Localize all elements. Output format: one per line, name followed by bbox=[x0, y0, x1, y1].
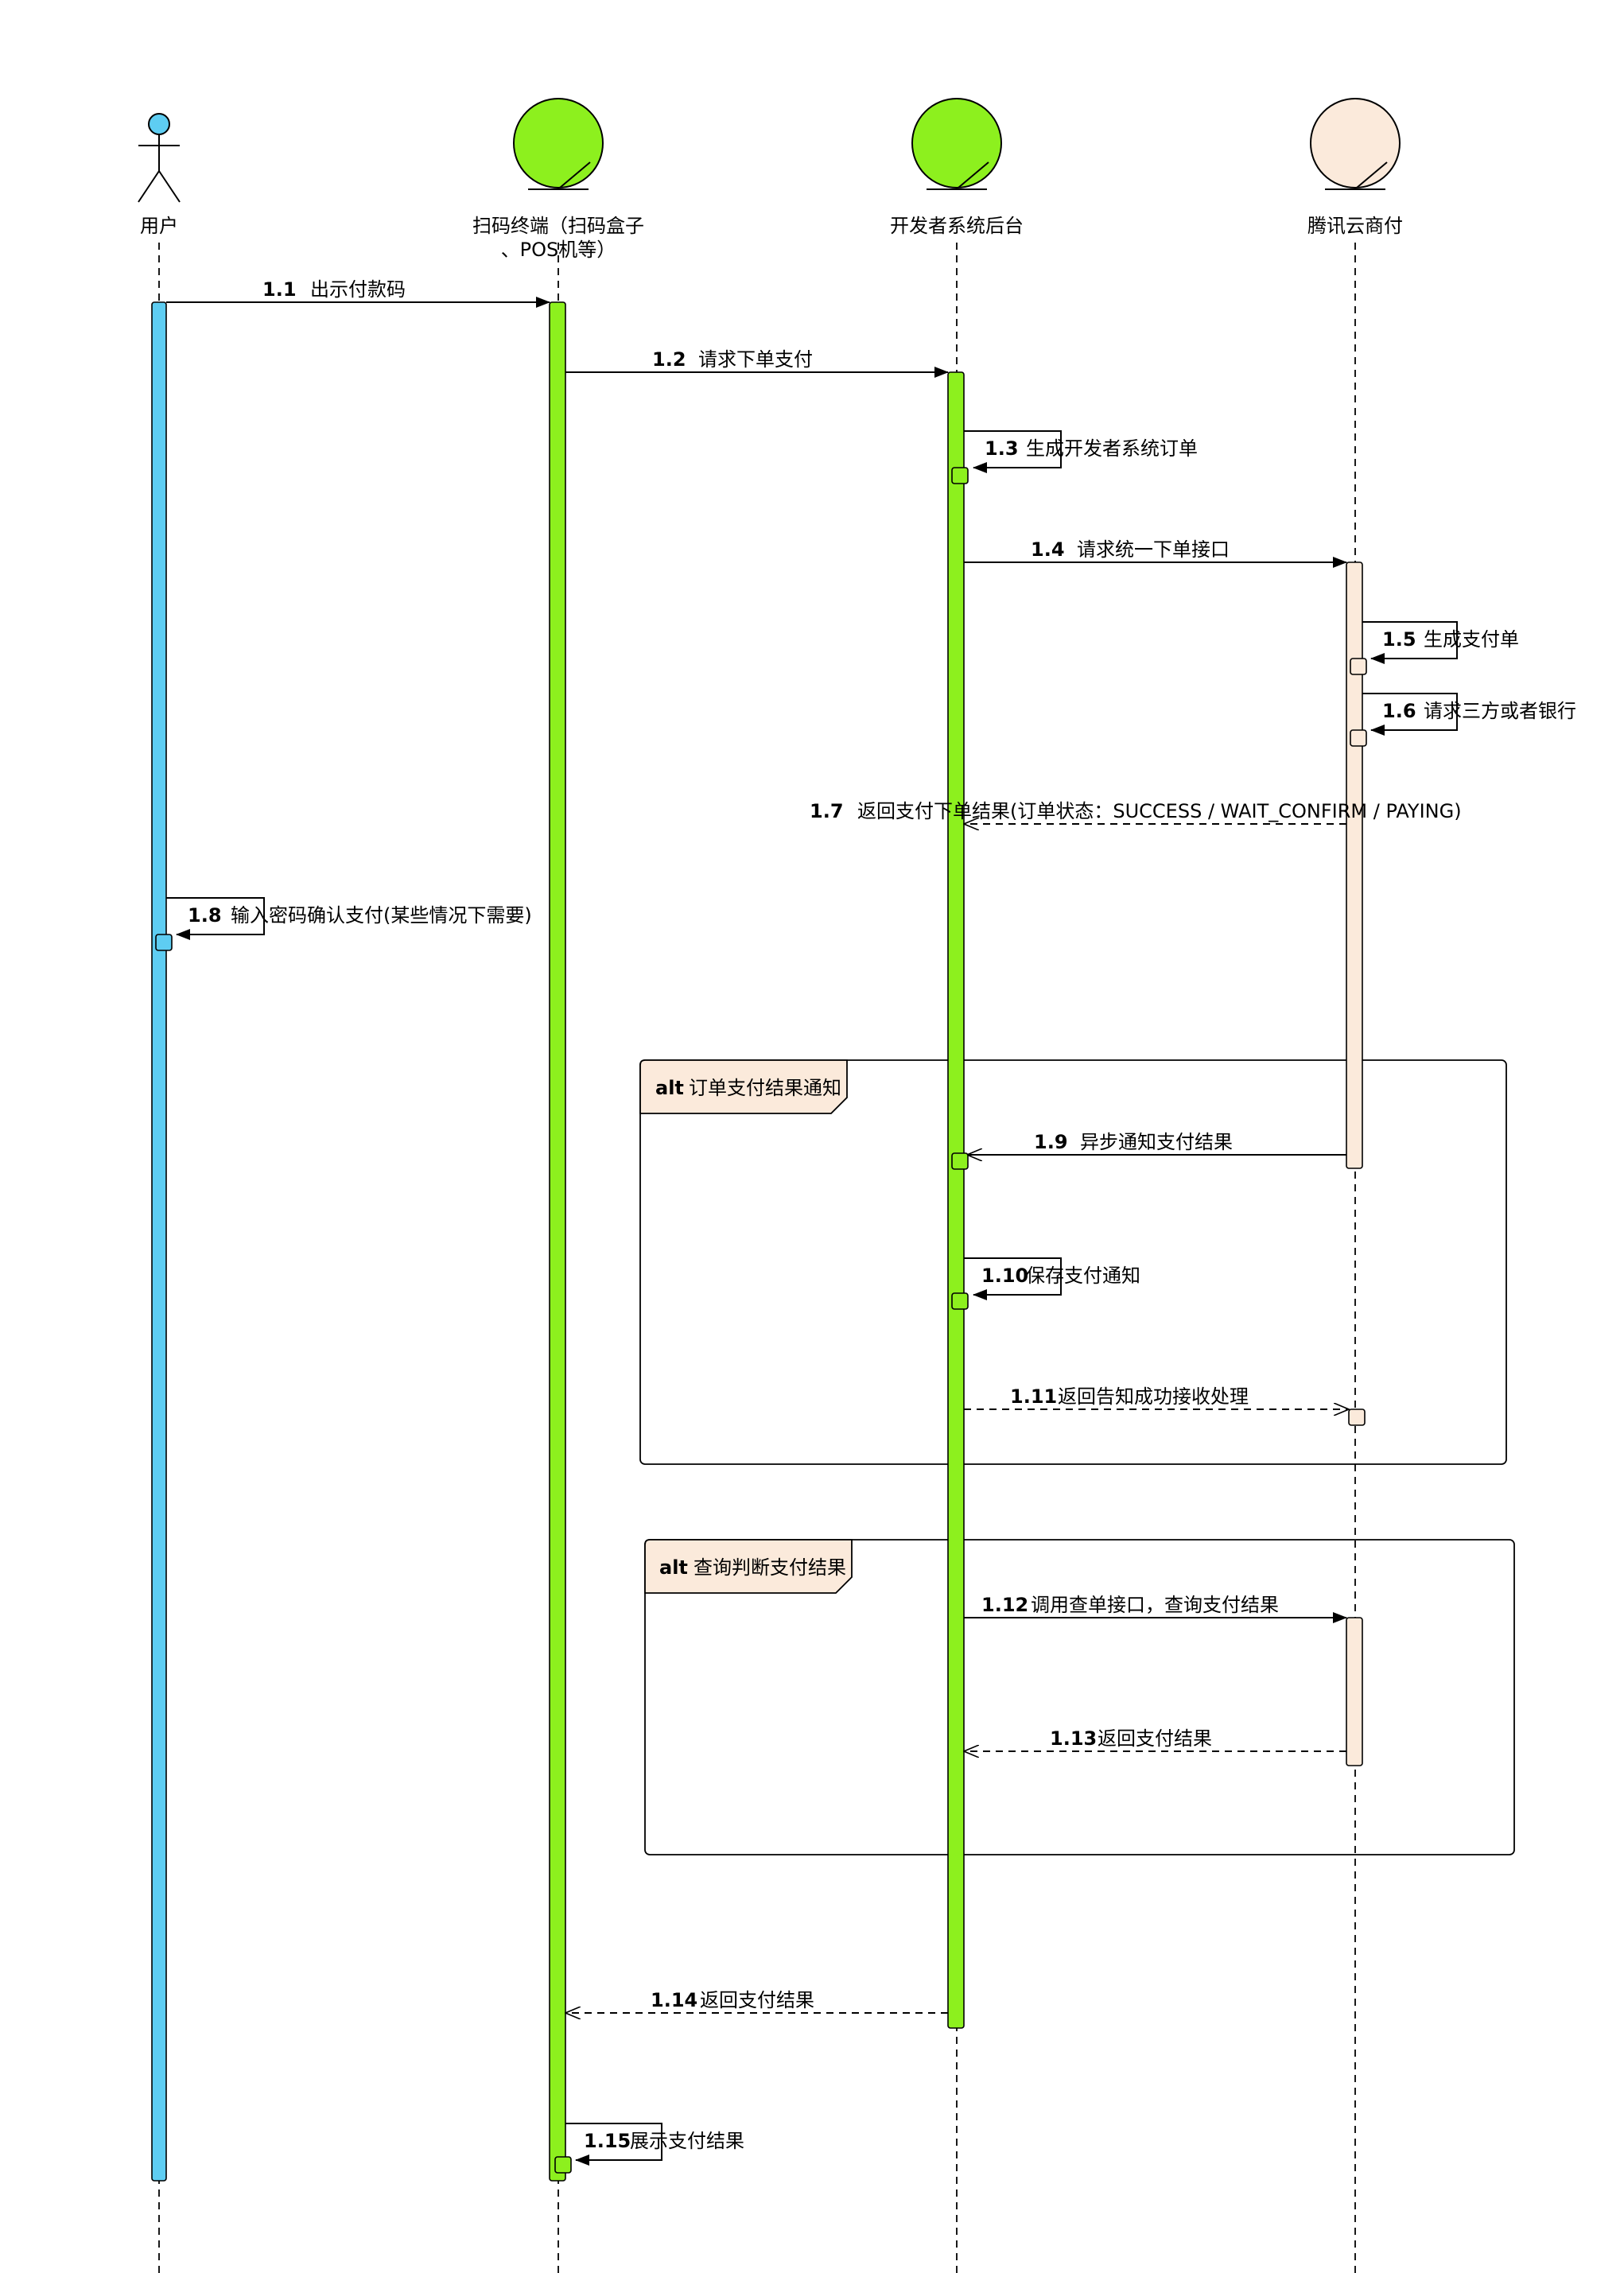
message-number: 1.4 bbox=[1031, 538, 1065, 561]
message-text: 返回支付下单结果(订单状态：SUCCESS / WAIT_CONFIRM / P… bbox=[857, 800, 1462, 822]
message-1-15: 1.15 展示支付结果 bbox=[554, 2123, 744, 2174]
message-number: 1.11 bbox=[1010, 1385, 1057, 1408]
activation-bar-backend bbox=[947, 371, 965, 2029]
message-text: 保存支付通知 bbox=[1026, 1265, 1140, 1287]
entity-circle-icon bbox=[1310, 98, 1401, 190]
message-number: 1.1 bbox=[262, 278, 297, 301]
message-text: 请求三方或者银行 bbox=[1424, 700, 1576, 722]
message-text: 请求下单支付 bbox=[698, 348, 813, 371]
activation-bar-user bbox=[151, 301, 167, 2182]
actor-stick-figure-icon bbox=[138, 113, 181, 203]
activation-bar-tencent-query bbox=[1346, 1617, 1363, 1766]
message-text: 请求统一下单接口 bbox=[1077, 538, 1230, 561]
message-number: 1.14 bbox=[651, 1989, 697, 2011]
participant-tencent: 腾讯云商付 bbox=[1307, 98, 1403, 237]
message-number: 1.7 bbox=[810, 800, 844, 822]
participant-label-scanner-line2: 、POS机等） bbox=[501, 239, 616, 261]
execution-spec bbox=[951, 1292, 969, 1310]
message-text: 输入密码确认支付(某些情况下需要) bbox=[231, 904, 532, 927]
message-text: 返回支付结果 bbox=[1098, 1727, 1212, 1750]
message-1-10: 1.10 保存支付通知 bbox=[951, 1257, 1140, 1310]
message-text: 返回支付结果 bbox=[700, 1989, 814, 2011]
message-1-7: 1.7 返回支付下单结果(订单状态：SUCCESS / WAIT_CONFIRM… bbox=[810, 800, 1462, 824]
execution-spec bbox=[155, 934, 173, 951]
frame-title: 查询判断支付结果 bbox=[694, 1556, 846, 1579]
message-1-13: 1.13 返回支付结果 bbox=[964, 1727, 1346, 1751]
participant-user: 用户 bbox=[138, 113, 181, 237]
alt-frame-query: alt 查询判断支付结果 bbox=[644, 1539, 1515, 1855]
message-number: 1.12 bbox=[981, 1594, 1028, 1616]
message-text: 异步通知支付结果 bbox=[1080, 1131, 1233, 1153]
message-text: 出示付款码 bbox=[310, 278, 406, 301]
message-text: 展示支付结果 bbox=[630, 2130, 744, 2152]
message-number: 1.5 bbox=[1382, 628, 1416, 651]
execution-spec bbox=[1350, 729, 1367, 747]
activation-bar-tencent bbox=[1346, 561, 1363, 1169]
message-1-2: 1.2 请求下单支付 bbox=[565, 348, 949, 378]
execution-spec bbox=[951, 467, 969, 484]
message-1-3: 1.3 生成开发者系统订单 bbox=[951, 430, 1198, 484]
alt-frame-notify: alt 订单支付结果通知 bbox=[639, 1059, 1507, 1465]
execution-spec bbox=[1348, 1408, 1366, 1426]
message-1-4: 1.4 请求统一下单接口 bbox=[964, 538, 1347, 568]
message-1-8: 1.8 输入密码确认支付(某些情况下需要) bbox=[155, 897, 532, 951]
message-text: 返回告知成功接收处理 bbox=[1058, 1385, 1249, 1408]
execution-spec bbox=[1350, 658, 1367, 675]
message-1-9: 1.9 异步通知支付结果 bbox=[951, 1131, 1346, 1170]
message-number: 1.3 bbox=[985, 437, 1019, 460]
message-number: 1.15 bbox=[584, 2130, 631, 2152]
participant-label-scanner: 扫码终端（扫码盒子 bbox=[472, 215, 644, 237]
message-number: 1.9 bbox=[1034, 1131, 1068, 1153]
participant-label-tencent: 腾讯云商付 bbox=[1307, 215, 1403, 237]
message-number: 1.2 bbox=[652, 348, 686, 371]
message-text: 调用查单接口，查询支付结果 bbox=[1031, 1594, 1279, 1616]
frame-keyword: alt bbox=[655, 1077, 684, 1099]
message-text: 生成开发者系统订单 bbox=[1026, 437, 1198, 460]
participant-backend: 开发者系统后台 bbox=[890, 98, 1024, 237]
execution-spec bbox=[951, 1152, 969, 1170]
activation-bar-scanner bbox=[549, 301, 566, 2182]
message-text: 生成支付单 bbox=[1424, 628, 1519, 651]
participant-label-backend: 开发者系统后台 bbox=[890, 215, 1024, 237]
message-number: 1.6 bbox=[1382, 700, 1416, 722]
message-1-11: 1.11 返回告知成功接收处理 bbox=[964, 1385, 1366, 1426]
message-number: 1.8 bbox=[188, 904, 222, 927]
message-1-14: 1.14 返回支付结果 bbox=[565, 1989, 948, 2013]
message-1-1: 1.1 出示付款码 bbox=[166, 278, 550, 308]
message-1-5: 1.5 生成支付单 bbox=[1350, 621, 1519, 675]
entity-circle-icon bbox=[513, 98, 604, 190]
frame-title: 订单支付结果通知 bbox=[689, 1077, 841, 1099]
execution-spec bbox=[554, 2156, 572, 2174]
frame-keyword: alt bbox=[659, 1556, 688, 1579]
message-number: 1.13 bbox=[1050, 1727, 1097, 1750]
message-1-6: 1.6 请求三方或者银行 bbox=[1350, 693, 1576, 747]
entity-circle-icon bbox=[911, 98, 1002, 190]
participant-scanner: 扫码终端（扫码盒子 、POS机等） bbox=[472, 98, 644, 261]
message-number: 1.10 bbox=[981, 1265, 1028, 1287]
participant-label-user: 用户 bbox=[140, 215, 178, 237]
message-1-12: 1.12 调用查单接口，查询支付结果 bbox=[964, 1594, 1347, 1623]
